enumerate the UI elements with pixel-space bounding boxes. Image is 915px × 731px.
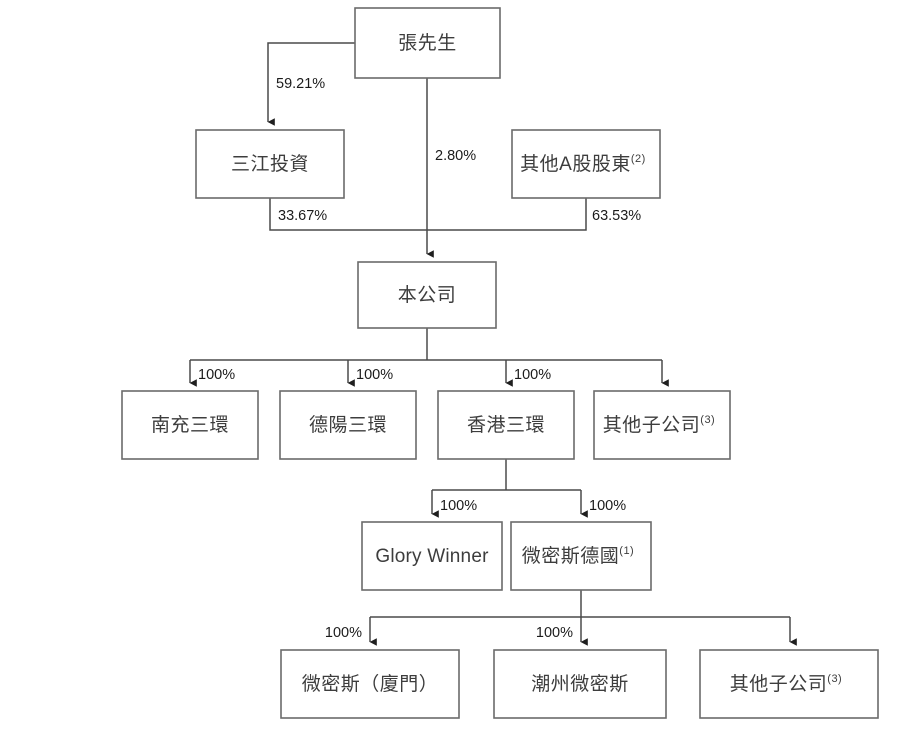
pct-label-59-21: 59.21% (276, 76, 325, 92)
node-box-zhang[interactable] (354, 7, 501, 79)
node-label-other-sub-1-sup: (3) (700, 414, 715, 426)
node-label-hongkong: 香港三環 (467, 414, 545, 436)
node-label-vemec-de: 微密斯德國(1) (522, 545, 634, 567)
node-box-other-sub-2[interactable] (699, 649, 879, 719)
pct-label-100-xiamen: 100% (325, 625, 362, 641)
node-box-vemec-de[interactable] (510, 521, 652, 591)
node-label-nanchong: 南充三環 (151, 414, 229, 436)
node-label-deyang: 德陽三環 (309, 414, 387, 436)
node-label-vemec-xiamen: 微密斯（廈門） (302, 673, 439, 695)
node-label-other-a-shareholders: 其他A股股東(2) (520, 153, 646, 175)
pct-label-100-deyang: 100% (356, 367, 393, 383)
edge-sanjiang-to-company (269, 198, 427, 231)
node-box-nanchong[interactable] (121, 390, 259, 460)
node-box-other-a-shareholders[interactable] (511, 129, 661, 199)
pct-label-63-53: 63.53% (592, 208, 641, 224)
edge-othera-to-company (427, 198, 587, 231)
pct-label-100-nanchong: 100% (198, 367, 235, 383)
node-box-vemec-chaozhou[interactable] (493, 649, 667, 719)
edge-zhang-to-sanjiang (267, 42, 355, 126)
node-label-vemec-chaozhou: 潮州微密斯 (531, 673, 629, 695)
node-box-company[interactable] (357, 261, 497, 329)
pct-label-100-chaozhou: 100% (536, 625, 573, 641)
node-label-company: 本公司 (398, 284, 457, 306)
node-label-other-sub-2-text: 其他子公司 (730, 673, 828, 695)
pct-label-2-80: 2.80% (435, 148, 476, 164)
pct-label-100-hongkong: 100% (514, 367, 551, 383)
node-box-hongkong[interactable] (437, 390, 575, 460)
node-label-other-a-text: 其他A股股東 (520, 153, 631, 175)
node-label-glory-winner: Glory Winner (375, 546, 489, 567)
node-label-other-a-sup: (2) (631, 153, 646, 165)
pct-label-100-vemecde: 100% (589, 498, 626, 514)
node-label-sanjiang: 三江投資 (231, 153, 309, 175)
pct-label-100-glory: 100% (440, 498, 477, 514)
node-box-vemec-xiamen[interactable] (280, 649, 460, 719)
node-label-vemec-de-text: 微密斯德國 (522, 545, 620, 567)
node-label-zhang: 張先生 (398, 32, 457, 54)
node-box-other-sub-1[interactable] (593, 390, 731, 460)
node-label-vemec-de-sup: (1) (619, 545, 634, 557)
node-label-other-sub-2: 其他子公司(3) (730, 673, 842, 695)
node-label-other-sub-1: 其他子公司(3) (603, 414, 715, 436)
node-box-sanjiang[interactable] (195, 129, 345, 199)
node-box-glory-winner[interactable] (361, 521, 503, 591)
node-label-other-sub-2-sup: (3) (827, 673, 842, 685)
node-box-deyang[interactable] (279, 390, 417, 460)
pct-label-33-67: 33.67% (278, 208, 327, 224)
node-label-other-sub-1-text: 其他子公司 (603, 414, 701, 436)
